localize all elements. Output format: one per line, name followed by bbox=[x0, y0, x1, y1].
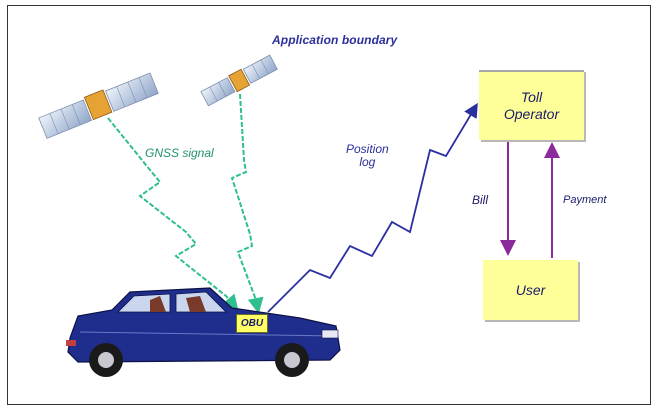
car-icon bbox=[66, 287, 341, 377]
toll-operator-box: Toll Operator bbox=[479, 70, 584, 140]
bill-label: Bill bbox=[472, 193, 489, 207]
obu-badge: OBU bbox=[236, 314, 268, 333]
position-log-label-line-1: Position bbox=[346, 142, 389, 156]
position-log-label-line-2: log bbox=[359, 155, 376, 169]
gnss-signal-arrow bbox=[230, 93, 264, 314]
toll-operator-label-line-1: Toll bbox=[520, 89, 543, 105]
satellite-icon bbox=[38, 72, 159, 139]
payment-label: Payment bbox=[563, 194, 607, 206]
satellite-icon bbox=[200, 54, 278, 107]
position-log-arrow bbox=[267, 102, 478, 313]
user-label: User bbox=[515, 281, 546, 298]
user-box: User bbox=[483, 260, 578, 320]
gnss-signal-arrow bbox=[107, 117, 239, 312]
gnss-signal-label: GNSS signal bbox=[145, 146, 214, 160]
application-boundary-label: Application boundary bbox=[272, 33, 398, 47]
position-log-label: Position log bbox=[346, 143, 389, 169]
toll-operator-label-line-2: Operator bbox=[503, 106, 560, 122]
